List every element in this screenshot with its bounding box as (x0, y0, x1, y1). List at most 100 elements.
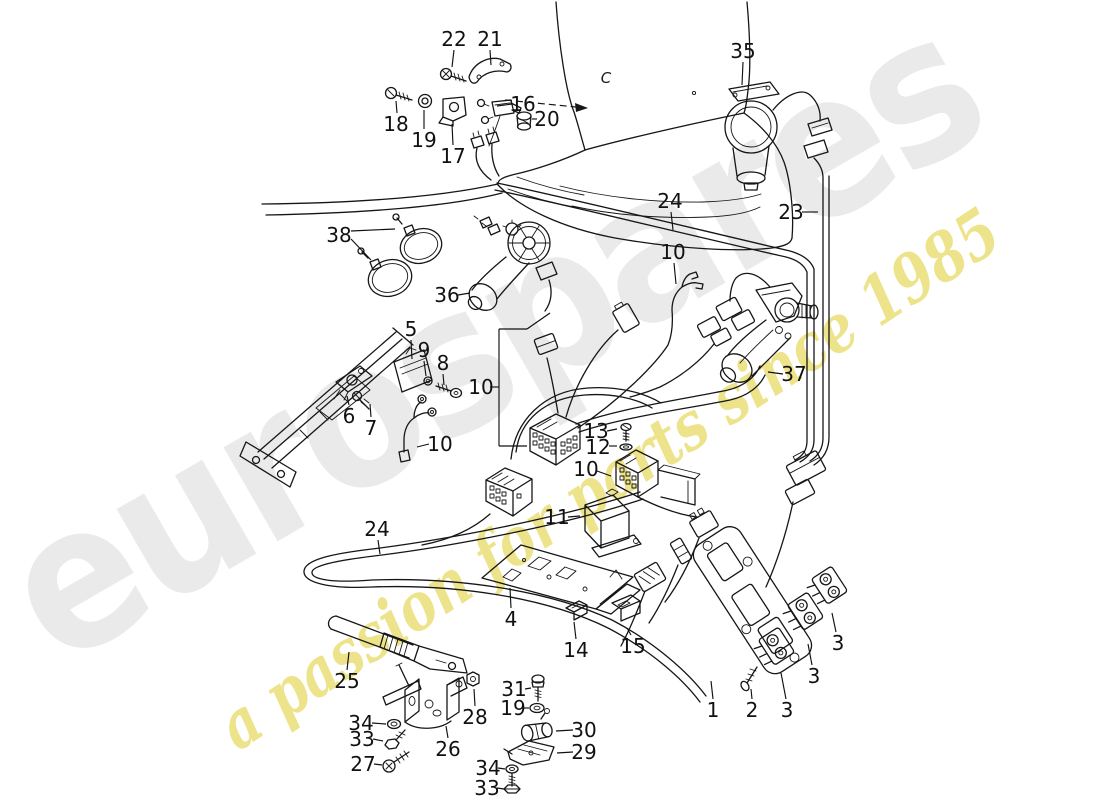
part-label-5-14[interactable]: 5 (405, 317, 418, 360)
part-number[interactable]: 3 (808, 664, 821, 688)
part-label-22-0[interactable]: 22 (441, 27, 467, 68)
part-label-19-3[interactable]: 19 (411, 110, 437, 152)
part-number[interactable]: 10 (660, 240, 685, 264)
part-label-10-19[interactable]: 10 (416, 432, 453, 456)
part-label-19-36[interactable]: 19 (500, 696, 529, 720)
part-number[interactable]: 23 (778, 200, 803, 224)
part-label-8-16[interactable]: 8 (437, 351, 450, 386)
part-label-38-10[interactable]: 38 (326, 223, 396, 261)
part-label-34-39[interactable]: 34 (475, 756, 506, 780)
part-number[interactable]: 8 (437, 351, 450, 375)
part-label-3-44[interactable]: 3 (807, 643, 821, 688)
part-label-15-27[interactable]: 15 (620, 627, 646, 658)
part-number[interactable]: 28 (462, 705, 487, 729)
part-number[interactable]: 14 (563, 638, 588, 662)
part-number[interactable]: 22 (441, 27, 466, 51)
part-label-4-25[interactable]: 4 (505, 587, 518, 631)
part-label-27-32[interactable]: 27 (350, 752, 383, 776)
part-number[interactable]: 17 (440, 144, 465, 168)
part-number[interactable]: 26 (435, 737, 460, 761)
part-number[interactable]: 35 (730, 39, 755, 63)
part-number[interactable]: 37 (781, 362, 806, 386)
part-number[interactable]: 11 (544, 505, 569, 529)
part-label-18-2[interactable]: 18 (383, 100, 409, 136)
part-label-23-8[interactable]: 23 (778, 200, 818, 224)
part-number[interactable]: 19 (411, 128, 436, 152)
part-label-10-12[interactable]: 10 (660, 240, 686, 285)
part-label-24-9[interactable]: 24 (657, 189, 683, 231)
part-label-31-35[interactable]: 31 (501, 677, 532, 701)
part-label-33-40[interactable]: 33 (474, 776, 505, 800)
part-number[interactable]: 19 (500, 696, 525, 720)
part-label-3-43[interactable]: 3 (780, 672, 794, 722)
part-number[interactable]: 2 (746, 698, 759, 722)
part-number[interactable]: 38 (326, 223, 351, 247)
part-label-24-28[interactable]: 24 (364, 517, 390, 555)
part-label-9-15[interactable]: 9 (418, 338, 431, 377)
part-label-6-17[interactable]: 6 (343, 395, 356, 428)
seat-back-hardware (384, 57, 532, 181)
part-label-37-13[interactable]: 37 (767, 362, 807, 386)
leader-line (346, 395, 350, 406)
part-number[interactable]: 6 (343, 404, 356, 428)
part-number[interactable]: 30 (571, 718, 596, 742)
part-label-33-31[interactable]: 33 (349, 727, 384, 751)
part-label-29-38[interactable]: 29 (556, 740, 597, 764)
part-label-17-4[interactable]: 17 (440, 123, 466, 168)
part-label-1-41[interactable]: 1 (707, 680, 720, 722)
part-label-14-26[interactable]: 14 (563, 621, 589, 662)
part-label-10-20[interactable]: 10 (468, 312, 551, 447)
part-label-26-33[interactable]: 26 (435, 725, 461, 761)
part-number[interactable]: 24 (364, 517, 389, 541)
part-number[interactable]: 33 (349, 727, 374, 751)
part-label-13-21[interactable]: 13 (583, 419, 618, 443)
part-number[interactable]: 33 (474, 776, 499, 800)
part-label-12-22[interactable]: 12 (585, 435, 617, 459)
part-number[interactable]: 20 (534, 107, 559, 131)
seat-outline: C (261, 1, 794, 251)
part-label-35-7[interactable]: 35 (730, 39, 756, 86)
part-label-10-23[interactable]: 10 (573, 457, 612, 481)
part-number[interactable]: 29 (571, 740, 596, 764)
part-number[interactable]: 34 (348, 711, 373, 735)
part-label-36-11[interactable]: 36 (434, 283, 471, 307)
part-label-11-24[interactable]: 11 (544, 505, 581, 529)
part-number[interactable]: 10 (427, 432, 452, 456)
part-label-21-1[interactable]: 21 (477, 27, 503, 66)
part-number[interactable]: 4 (505, 607, 518, 631)
part-number[interactable]: 13 (583, 419, 608, 443)
part-number[interactable]: 10 (573, 457, 598, 481)
part-label-25-29[interactable]: 25 (334, 651, 360, 693)
part-label-16-5[interactable]: 16 (496, 92, 536, 116)
part-number[interactable]: 3 (781, 698, 794, 722)
part-label-7-18[interactable]: 7 (365, 403, 378, 440)
part-label-30-37[interactable]: 30 (555, 718, 597, 742)
part-label-2-42[interactable]: 2 (746, 688, 759, 722)
leader-line (457, 292, 471, 296)
part-number[interactable]: 25 (334, 669, 359, 693)
part-number[interactable]: 34 (475, 756, 500, 780)
part-number[interactable]: 18 (383, 112, 408, 136)
part-number[interactable]: 36 (434, 283, 459, 307)
part-number[interactable]: 9 (418, 338, 431, 362)
part-number[interactable]: 16 (510, 92, 535, 116)
part-number[interactable]: 1 (707, 698, 720, 722)
part-label-3-45[interactable]: 3 (831, 612, 845, 655)
part-number[interactable]: 12 (585, 435, 610, 459)
part-number[interactable]: 27 (350, 752, 375, 776)
leader-line (750, 688, 753, 700)
part-number[interactable]: 3 (832, 631, 845, 655)
part-number[interactable]: 24 (657, 189, 682, 213)
washer-9 (423, 376, 433, 386)
part-number[interactable]: 7 (365, 416, 378, 440)
part-label-20-6[interactable]: 20 (532, 107, 560, 131)
leader-line (767, 371, 784, 375)
part-number[interactable]: 31 (501, 677, 526, 701)
part-number[interactable]: 15 (620, 634, 645, 658)
part-number[interactable]: 21 (477, 27, 502, 51)
part-number[interactable]: 10 (468, 375, 493, 399)
part-label-34-30[interactable]: 34 (348, 711, 387, 735)
part-number[interactable]: 5 (405, 317, 418, 341)
leader-line (741, 61, 744, 86)
part-label-28-34[interactable]: 28 (462, 688, 488, 729)
